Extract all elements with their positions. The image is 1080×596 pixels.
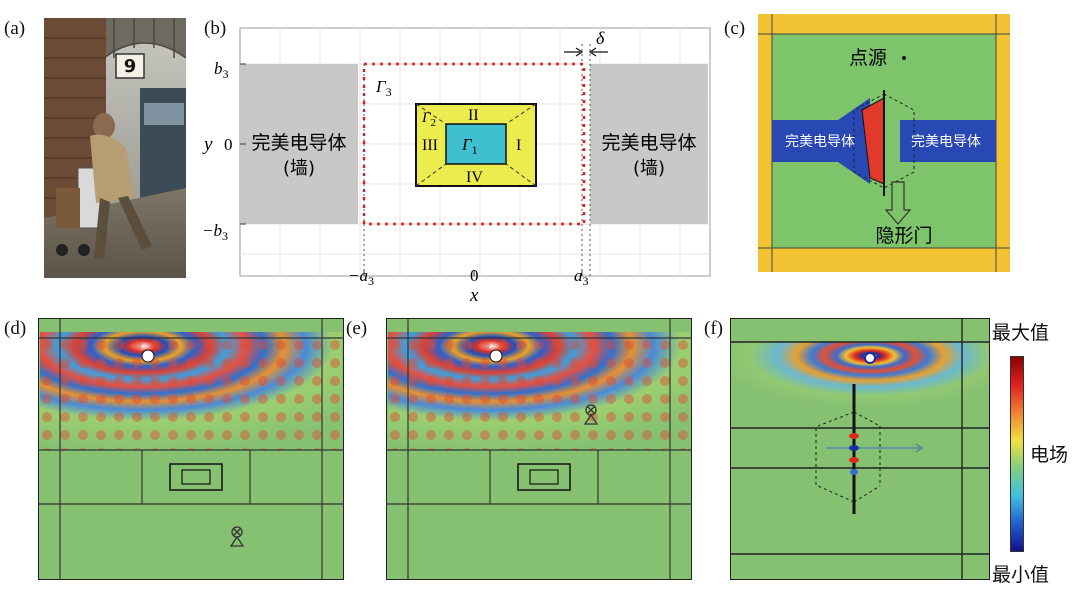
tick-zero-y: 0 [224,135,233,154]
photo-panel-a: 9 [44,18,186,278]
left-wall-sublabel: (墙) [283,158,315,179]
platform-sign [115,53,145,79]
colorbar-max-label: 最大值 [992,322,1050,344]
gamma1-label: Γ1 [461,135,478,157]
tick-zero-x: 0 [470,266,479,285]
field-panel-d [38,318,344,580]
left-wall [240,64,358,224]
panel-label-f: (f) [704,318,723,339]
tick-neg-b3: −b3 [202,221,228,243]
observer-icon [229,526,245,547]
right-conductor-label: 完美电导体 [911,134,981,150]
left-conductor [772,98,870,184]
wave-region [732,342,988,428]
gamma2-label: Γ2 [421,110,436,129]
region-III-label: III [422,137,438,154]
region-II-label: II [468,107,479,124]
source-icon [864,352,876,364]
cloak-outline [517,463,571,491]
right-wall [590,64,708,224]
field-panel-f [730,318,990,580]
cloak-outline [169,463,223,491]
panel-label-e: (e) [346,318,368,339]
source-icon [141,349,155,363]
left-wall-label: 完美电导体 [251,132,346,154]
y-axis-label: y [202,134,213,155]
colorbar-field-label: 电场 [1030,444,1069,466]
panel-label-d: (d) [4,318,27,339]
invisible-door-label: 隐形门 [875,225,932,247]
field-panel-e [386,318,692,580]
point-source-label: 点源 [849,47,887,69]
down-arrow-icon [884,181,912,225]
panel-label-a: (a) [4,18,26,39]
region-I-label: I [516,137,521,154]
delta-label: δ [596,28,605,48]
door-model-panel-c: 点源 完美电导体 完美电导体 隐形门 [758,14,1010,272]
source-icon [489,349,503,363]
field-spots [849,433,859,475]
gamma3-label: Γ3 [375,77,392,99]
tick-b3: b3 [214,59,229,81]
core-region [445,123,507,165]
right-wall-sublabel: (墙) [633,158,665,179]
tick-neg-a3: −a3 [348,266,374,288]
colorbar [1010,356,1024,552]
region-IV-label: IV [466,169,483,186]
right-conductor [900,120,996,162]
tick-a3: a3 [574,266,589,288]
colorbar-min-label: 最小值 [992,564,1050,586]
schematic-panel-b: 完美电导体 (墙) 完美电导体 (墙) Γ3 Γ2 Γ1 I II III IV… [202,27,711,304]
panel-label-b: (b) [204,18,227,39]
point-source-dot [902,56,906,60]
left-conductor-label: 完美电导体 [785,134,855,150]
right-wall-label: 完美电导体 [601,132,696,154]
station-photo: 9 [44,18,186,278]
panel-label-c: (c) [724,18,746,39]
observer-icon [583,404,599,425]
x-axis-label: x [469,285,479,304]
platform-sign-number: 9 [124,56,137,77]
